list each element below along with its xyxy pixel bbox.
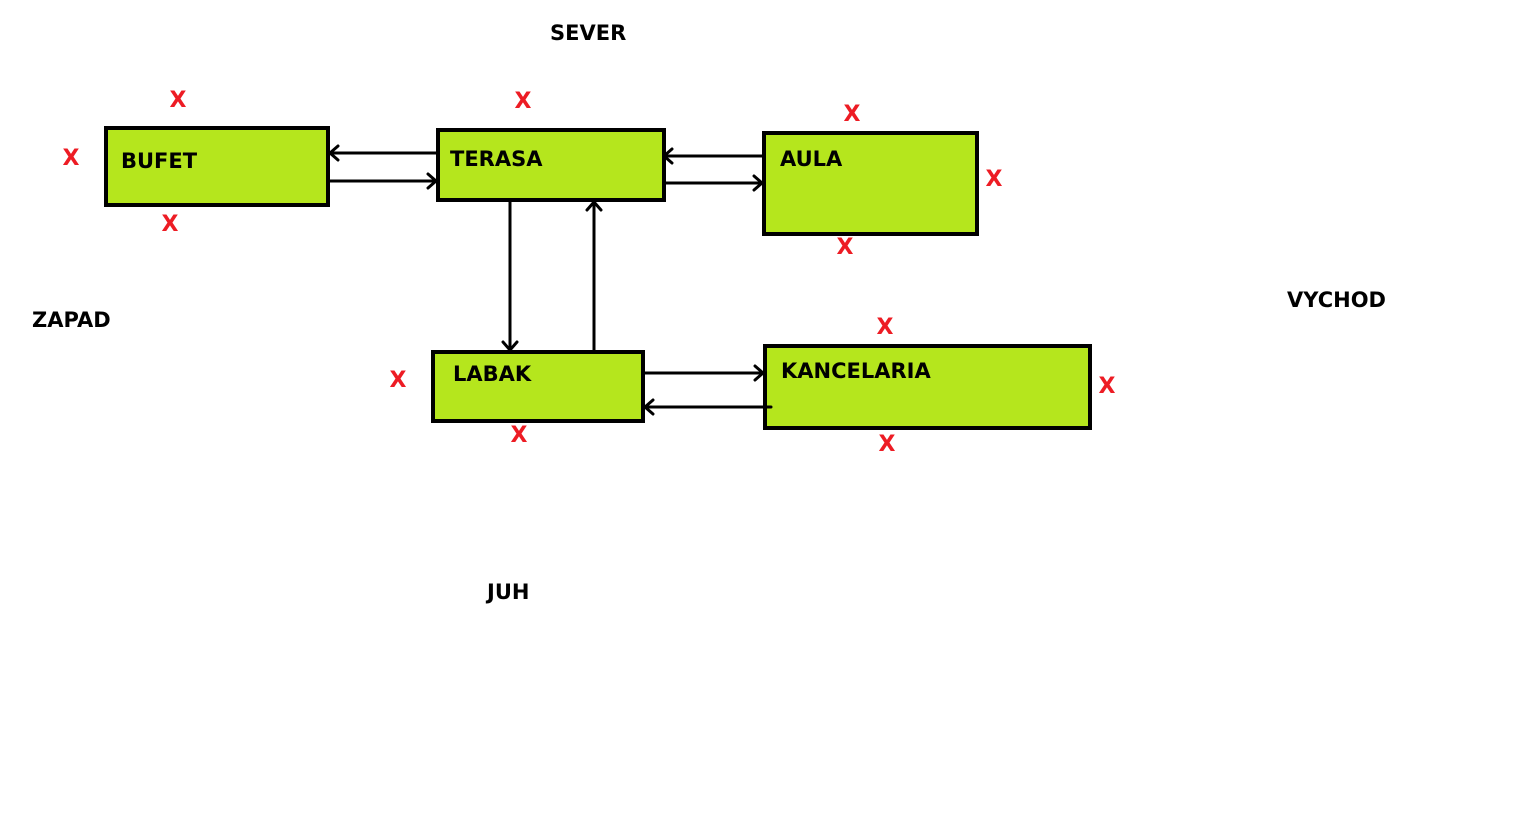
- room-label-labak: LABAK: [453, 362, 532, 386]
- arrow-head-aula-to-terasa: [662, 147, 674, 165]
- blocked-mark-aula-east: X: [985, 167, 1003, 192]
- arrow-head-bufet-to-terasa: [426, 172, 438, 190]
- arrow-head-terasa-to-labak: [501, 340, 519, 352]
- arrow-head-kancelaria-to-labak: [643, 398, 655, 416]
- room-label-terasa: TERASA: [450, 147, 543, 171]
- arrow-head-terasa-to-bufet: [328, 144, 340, 162]
- room-labak: [431, 350, 645, 423]
- direction-south: JUH: [487, 580, 530, 604]
- blocked-mark-bufet-north: X: [169, 88, 187, 113]
- room-terasa: [436, 128, 666, 202]
- arrow-head-terasa-to-aula: [752, 174, 764, 192]
- blocked-mark-bufet-south: X: [161, 212, 179, 237]
- direction-north: SEVER: [550, 21, 627, 45]
- direction-east: VYCHOD: [1287, 288, 1386, 312]
- arrow-head-labak-to-terasa: [585, 200, 603, 212]
- blocked-mark-kancelaria-north: X: [876, 315, 894, 340]
- blocked-mark-kancelaria-south: X: [878, 432, 896, 457]
- room-label-bufet: BUFET: [121, 149, 198, 173]
- blocked-mark-terasa-north: X: [514, 89, 532, 114]
- blocked-mark-labak-south: X: [510, 423, 528, 448]
- room-kancelaria: [763, 344, 1092, 430]
- room-label-kancelaria: KANCELARIA: [781, 359, 931, 383]
- blocked-mark-aula-north: X: [843, 102, 861, 127]
- room-label-aula: AULA: [780, 147, 843, 171]
- blocked-mark-kancelaria-east: X: [1098, 374, 1116, 399]
- arrow-head-labak-to-kancelaria: [753, 364, 765, 382]
- room-bufet: [104, 126, 330, 207]
- direction-west: ZAPAD: [32, 308, 111, 332]
- blocked-mark-labak-west: X: [389, 368, 407, 393]
- blocked-mark-bufet-west: X: [62, 146, 80, 171]
- room-aula: [762, 131, 979, 236]
- blocked-mark-aula-south: X: [836, 235, 854, 260]
